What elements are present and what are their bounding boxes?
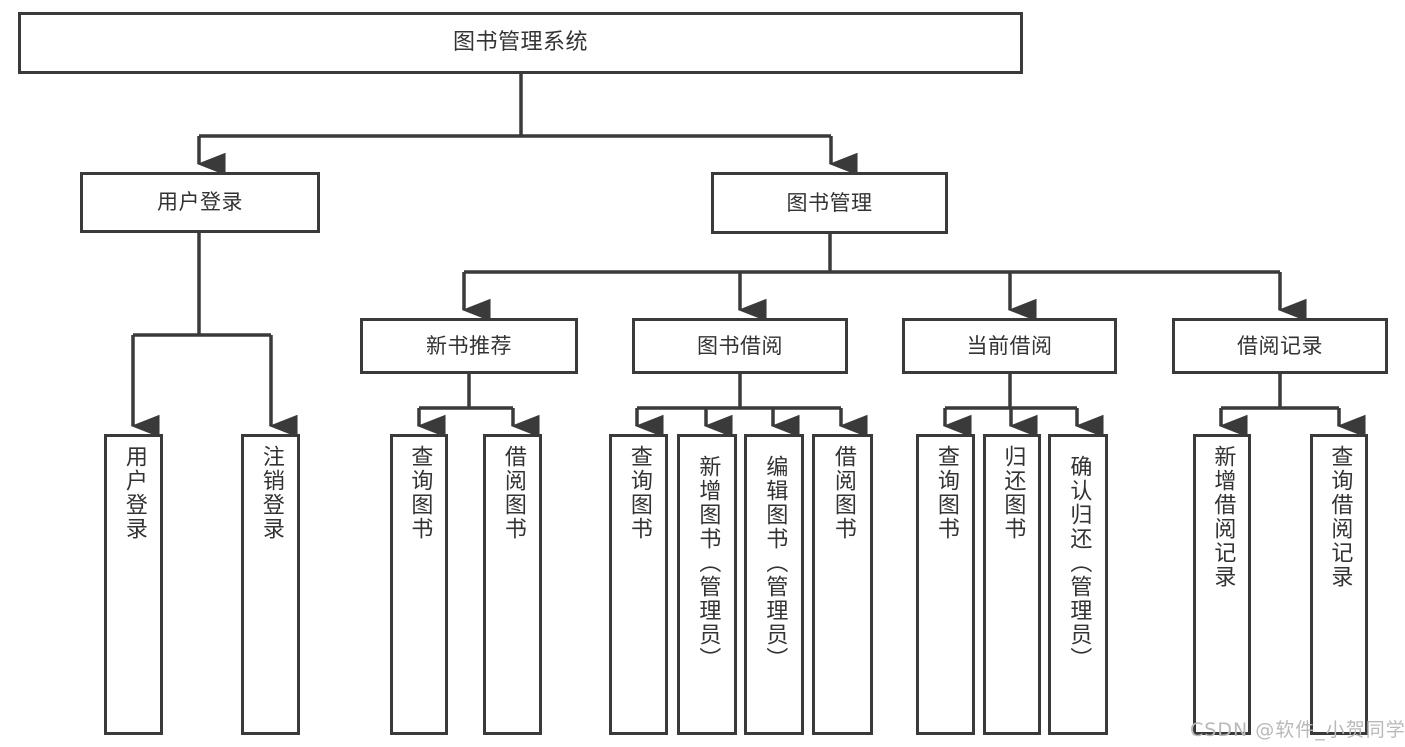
node-label: 查询图书 (407, 445, 433, 541)
node-book-management[interactable]: 图书管理 (711, 172, 948, 234)
node-leaf-borrow-books-borrowing[interactable]: 借阅图书 (812, 434, 873, 735)
node-label: 编辑图书（管理员） (762, 455, 788, 671)
node-current-borrowing[interactable]: 当前借阅 (902, 318, 1117, 374)
node-label: 用户登录 (157, 190, 243, 215)
node-leaf-user-login[interactable]: 用户登录 (104, 434, 163, 735)
node-label: 新书推荐 (426, 333, 512, 358)
csdn-watermark: CSDN @软件_小贺同学 (1190, 719, 1405, 741)
node-label: 归还图书 (1000, 445, 1026, 541)
node-leaf-add-book-admin[interactable]: 新增图书（管理员） (677, 434, 737, 735)
node-leaf-add-borrow-record[interactable]: 新增借阅记录 (1193, 434, 1251, 735)
node-label: 借阅图书 (830, 445, 856, 541)
node-label: 图书管理系统 (452, 30, 588, 56)
node-label: 新增借阅记录 (1210, 445, 1236, 589)
node-user-login[interactable]: 用户登录 (80, 172, 320, 233)
node-label: 查询借阅记录 (1327, 445, 1353, 589)
node-leaf-query-books-current[interactable]: 查询图书 (916, 434, 975, 735)
node-leaf-logout[interactable]: 注销登录 (241, 434, 300, 735)
node-label: 新增图书（管理员） (695, 455, 721, 671)
node-label: 图书管理 (786, 190, 873, 215)
node-label: 确认归还（管理员） (1066, 455, 1092, 671)
node-label: 借阅图书 (500, 445, 526, 541)
node-leaf-edit-book-admin[interactable]: 编辑图书（管理员） (744, 434, 804, 735)
node-leaf-query-borrow-record[interactable]: 查询借阅记录 (1310, 434, 1368, 735)
node-label: 当前借阅 (966, 333, 1053, 358)
node-label: 注销登录 (258, 445, 284, 541)
node-leaf-confirm-return-admin[interactable]: 确认归还（管理员） (1048, 434, 1108, 735)
node-label: 查询图书 (626, 445, 652, 541)
node-leaf-query-books-borrowing[interactable]: 查询图书 (609, 434, 668, 735)
node-borrow-records[interactable]: 借阅记录 (1172, 318, 1388, 374)
node-leaf-query-books-recommendation[interactable]: 查询图书 (390, 434, 448, 735)
node-root-book-management-system[interactable]: 图书管理系统 (18, 12, 1023, 74)
node-label: 查询图书 (933, 445, 959, 541)
node-label: 借阅记录 (1237, 333, 1323, 358)
node-label: 图书借阅 (697, 333, 783, 358)
node-new-book-recommendation[interactable]: 新书推荐 (360, 318, 578, 374)
node-book-borrowing[interactable]: 图书借阅 (632, 318, 848, 374)
node-leaf-return-books[interactable]: 归还图书 (983, 434, 1041, 735)
node-label: 用户登录 (121, 445, 147, 541)
node-leaf-borrow-books-recommendation[interactable]: 借阅图书 (483, 434, 542, 735)
